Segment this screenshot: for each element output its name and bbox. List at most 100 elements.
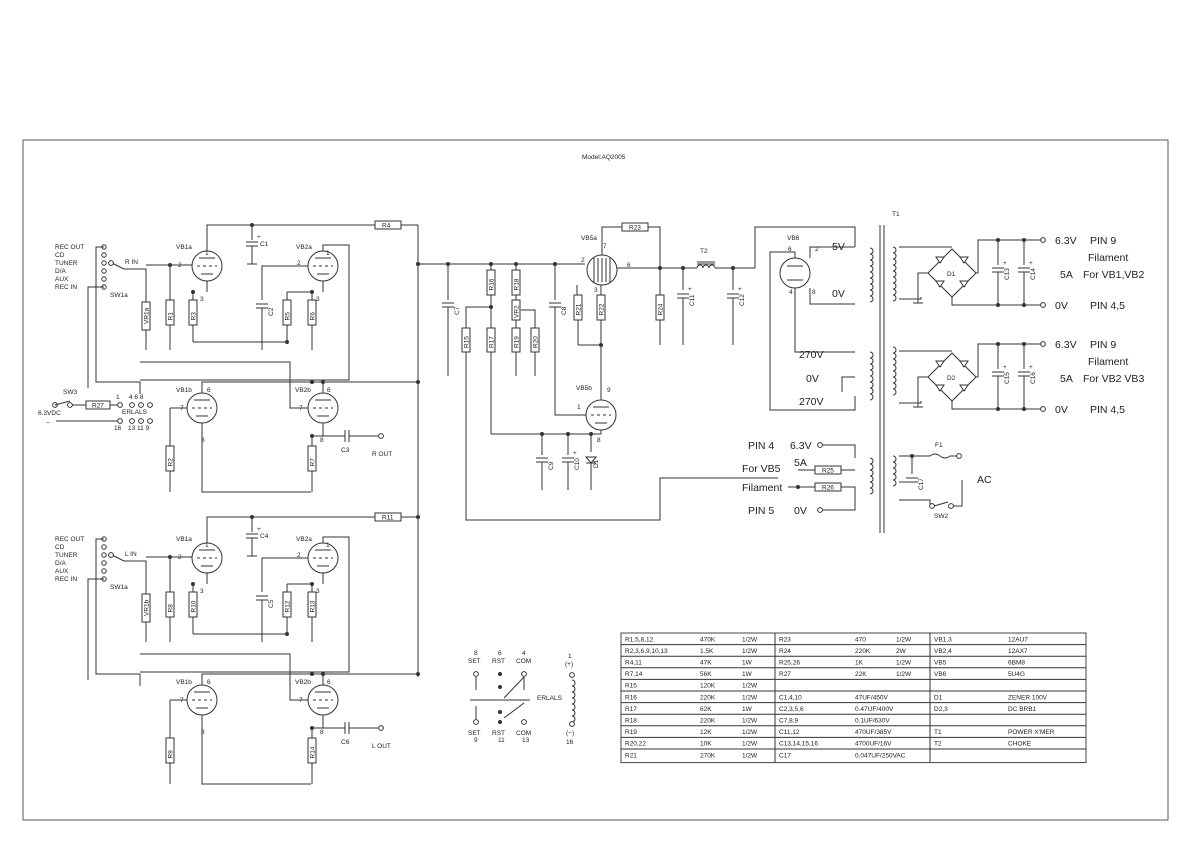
wire <box>841 486 856 500</box>
terminal <box>108 552 114 558</box>
selector-contact <box>101 552 107 558</box>
pin-number: 2 <box>297 552 301 559</box>
table-cell: 1/2W <box>742 648 758 655</box>
tube-label: VB2a <box>296 244 312 251</box>
pin-number: 3 <box>200 296 204 303</box>
resistor-label: R4 <box>382 223 391 230</box>
voltage-label: 6.3V <box>1055 235 1077 247</box>
relay-label: ERLALS <box>537 695 563 702</box>
relay-pin-label: RST <box>492 730 505 737</box>
polarity-mark: + <box>1003 364 1007 371</box>
table-cell: R21 <box>625 752 637 759</box>
resistor-label: R5 <box>285 312 292 321</box>
capacitor-label: C16 <box>1030 372 1037 384</box>
wire <box>201 673 418 685</box>
capacitor-label: C7 <box>454 306 461 315</box>
output-label: R OUT <box>372 451 392 458</box>
wire <box>648 226 661 268</box>
pin-number: 1 <box>577 404 581 411</box>
relay-label: ERLALS <box>122 409 148 416</box>
table-cell: 1/2W <box>896 636 912 643</box>
table-cell: 2W <box>896 648 907 655</box>
terminal <box>1040 237 1046 243</box>
pin-number: 6 <box>498 650 502 657</box>
terminal <box>138 418 144 424</box>
table-cell: 12K <box>700 729 712 736</box>
resistor-label: VR1b <box>144 599 151 616</box>
pin-number: 6 <box>788 246 792 253</box>
terminal <box>378 433 384 439</box>
wire <box>206 516 375 543</box>
resistor-label: R9 <box>168 750 175 759</box>
vacuum-tube <box>307 392 339 424</box>
pin-number: 11 <box>498 737 505 744</box>
table-cell: 220K <box>700 718 716 725</box>
table-cell: 1/2W <box>742 636 758 643</box>
switch-arm <box>933 501 949 507</box>
choke-label: T2 <box>700 248 708 255</box>
resistor-label: R8 <box>168 604 175 613</box>
choke-coil <box>696 264 716 269</box>
voltage-label: 6.3V <box>1055 339 1077 351</box>
capacitor-label: C2 <box>268 307 275 316</box>
voltage-label: 0V <box>794 505 807 517</box>
table-cell: 1/2W <box>742 729 758 736</box>
pin-number: 6 <box>327 387 331 394</box>
switch-label: SW1a <box>110 292 128 299</box>
table-cell: C7,8,9 <box>779 718 799 725</box>
tube-label: VB1b <box>176 387 192 394</box>
table-cell: 1/2W <box>896 660 912 667</box>
pin-number: 8 <box>474 650 478 657</box>
pin-number: 8 <box>201 437 205 444</box>
input-label: AUX <box>55 276 69 283</box>
polarity-mark: + <box>1029 260 1033 267</box>
switch-label: SW1a <box>110 584 128 591</box>
relay-pin-label: SET <box>468 730 481 737</box>
relay-diagram: 8SET9SET6RST11RST4COM13COMERLALS1(+)(−)1… <box>468 650 576 746</box>
junction-dot <box>321 380 325 384</box>
table-cell: R27 <box>779 671 791 678</box>
junction-dot <box>498 720 502 724</box>
pin-number: 2 <box>581 257 585 264</box>
tube-label: VB1a <box>176 244 192 251</box>
pin-number: 16 <box>114 425 122 432</box>
table-cell: R17 <box>625 706 637 713</box>
junction-dot <box>498 672 502 676</box>
table-cell: C1,4,10 <box>779 694 802 701</box>
pin-label: PIN 9 <box>1090 339 1116 351</box>
wire <box>823 444 856 458</box>
wire <box>140 244 350 381</box>
pin-number: 1 <box>326 250 330 257</box>
input-label: L IN <box>125 551 137 558</box>
pin-number: 9 <box>607 387 611 394</box>
terminal <box>929 503 935 509</box>
pin-number: 16 <box>566 739 574 746</box>
resistor-label: R10 <box>191 600 198 612</box>
pin-number: 3 <box>594 287 598 294</box>
resistor-label: R3 <box>191 312 198 321</box>
relay-pin-label: RST <box>492 658 505 665</box>
table-cell: 47K <box>700 660 712 667</box>
ac-label: AC <box>977 474 992 486</box>
resistor-label: VR2 <box>514 305 521 318</box>
wire <box>201 423 311 493</box>
wire <box>823 500 856 511</box>
terminal <box>521 671 527 677</box>
voltage-label: 0V <box>806 373 819 385</box>
junction-dot <box>321 672 325 676</box>
polarity-mark: + <box>1003 260 1007 267</box>
pin-number: 6 <box>327 679 331 686</box>
wire <box>601 226 622 255</box>
wire <box>95 246 141 394</box>
terminal <box>1040 406 1046 412</box>
voltage-label: 0V <box>1055 300 1068 312</box>
pin-number: 1 <box>326 542 330 549</box>
resistor-label: R24 <box>658 303 665 315</box>
table-cell: 220K <box>855 648 871 655</box>
table-cell: 1K <box>855 660 864 667</box>
supply-label: 6.3VDC <box>38 410 61 417</box>
terminal <box>117 418 123 424</box>
table-cell: CHOKE <box>1008 741 1032 748</box>
